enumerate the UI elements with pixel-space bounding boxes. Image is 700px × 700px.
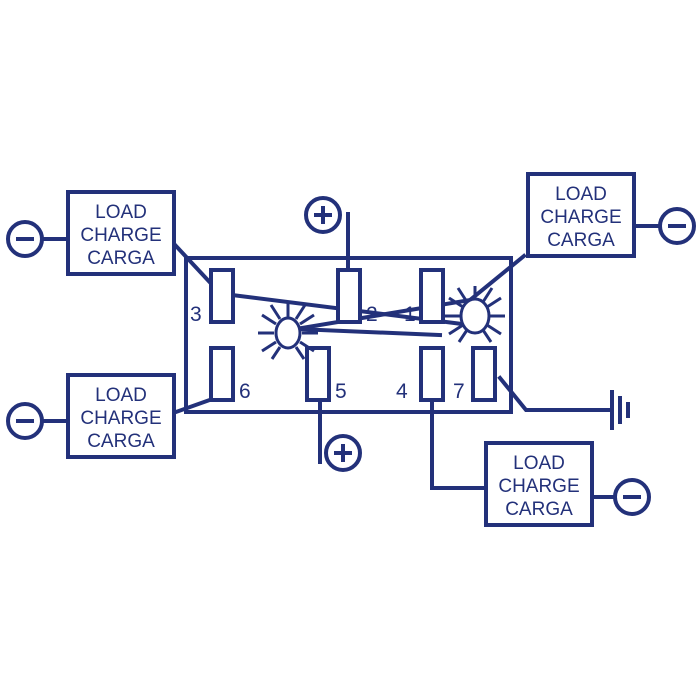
- pin-label-2: 2: [366, 303, 378, 326]
- minus-circle-icon: [658, 207, 696, 245]
- lamp-icon: [445, 286, 505, 343]
- load-label-line: LOAD: [555, 184, 607, 205]
- pin-label-6: 6: [239, 380, 251, 403]
- pin-label-4: 4: [396, 380, 408, 403]
- load-label-line: CARGA: [87, 431, 155, 452]
- pin-2: [336, 268, 362, 324]
- load-label-line: CARGA: [505, 499, 573, 520]
- plus-circle-icon: [304, 196, 342, 234]
- plus-circle-icon: [324, 434, 362, 472]
- load-label-line: CHARGE: [498, 476, 579, 497]
- load-label-line: CHARGE: [80, 225, 161, 246]
- pin-label-5: 5: [335, 380, 347, 403]
- load-label-line: CHARGE: [80, 408, 161, 429]
- lamp-icon: [258, 303, 318, 360]
- pin-label-7: 7: [453, 380, 465, 403]
- pin-label-1: 1: [404, 303, 416, 326]
- load-label-line: CARGA: [87, 248, 155, 269]
- load-label-line: LOAD: [95, 385, 147, 406]
- ground-icon: [610, 390, 630, 430]
- load-label-line: LOAD: [95, 202, 147, 223]
- minus-circle-icon: [613, 478, 651, 516]
- load-label-line: CHARGE: [540, 207, 621, 228]
- pin-5: [305, 346, 331, 402]
- load-box-bottom-right: LOAD CHARGE CARGA: [484, 441, 594, 527]
- load-box-top-right: LOAD CHARGE CARGA: [526, 172, 636, 258]
- pin-label-3: 3: [190, 303, 202, 326]
- load-box-top-left: LOAD CHARGE CARGA: [66, 190, 176, 276]
- pin-6: [209, 346, 235, 402]
- pin-7: [471, 346, 497, 402]
- pin-4: [419, 346, 445, 402]
- load-box-bottom-left: LOAD CHARGE CARGA: [66, 373, 176, 459]
- minus-circle-icon: [6, 220, 44, 258]
- pin-3: [209, 268, 235, 324]
- minus-circle-icon: [6, 402, 44, 440]
- pin-1: [419, 268, 445, 324]
- load-label-line: CARGA: [547, 230, 615, 251]
- load-label-line: LOAD: [513, 453, 565, 474]
